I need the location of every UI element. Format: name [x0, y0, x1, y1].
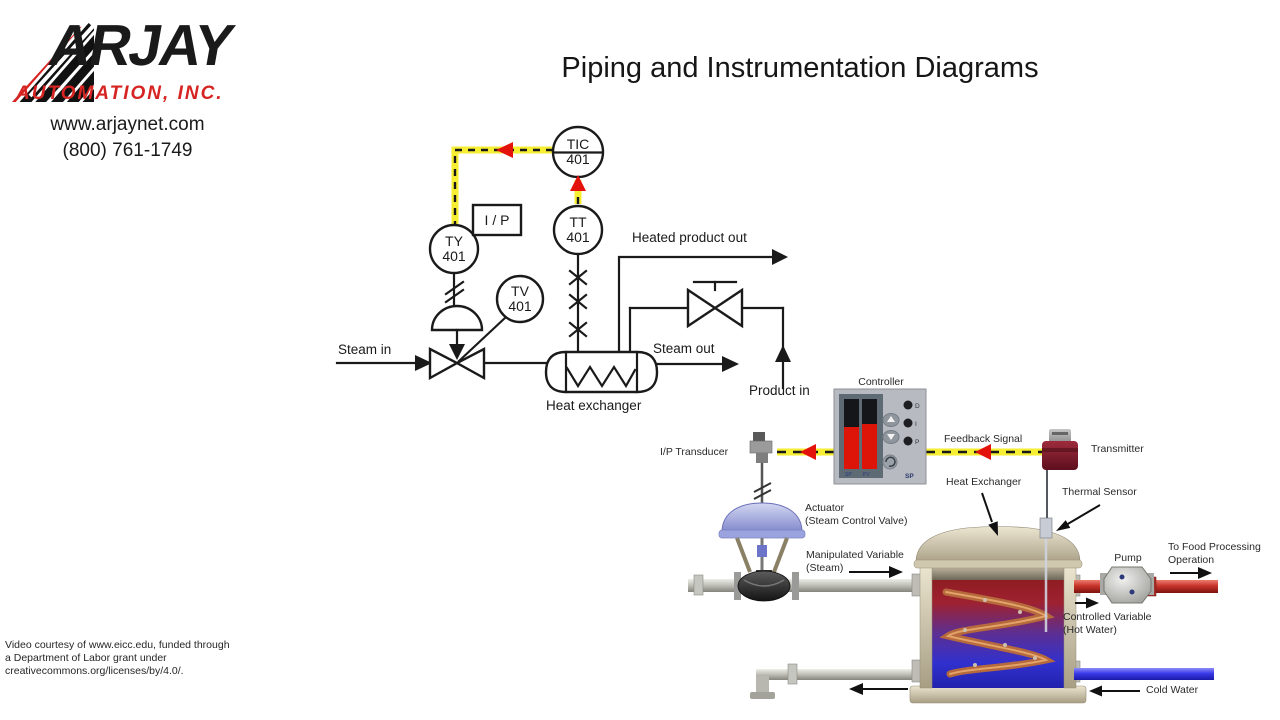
bar-label-pv: PV [863, 472, 870, 478]
footer-credit: Video courtesy of www.eicc.edu, funded t… [5, 639, 230, 677]
btn-label-i: I [915, 421, 917, 428]
label-steam-out: Steam out [653, 341, 715, 356]
label-feedback-signal: Feedback Signal [944, 433, 1023, 445]
bubble-tv-text: TV 401 [508, 283, 532, 314]
bubble-tic-text: TIC 401 [566, 136, 590, 167]
label-thermal-sensor: Thermal Sensor [1062, 486, 1137, 498]
bubble-tv [495, 274, 545, 324]
label-heated-product-out: Heated product out [632, 230, 747, 245]
pid-signal-arrows [496, 142, 586, 191]
label-manipulated-variable: Manipulated Variable (Steam) [806, 549, 904, 574]
label-product-in: Product in [749, 383, 810, 398]
label-actuator: Actuator (Steam Control Valve) [805, 502, 908, 527]
controller-3d: SP PV D I P SP [833, 388, 927, 485]
label-heat-exchanger: Heat exchanger [546, 398, 642, 413]
bubble-ty-text: TY 401 [442, 233, 466, 264]
steam-valve-3d [734, 570, 799, 602]
instrument-bubbles [428, 125, 605, 324]
actuator-3d [718, 463, 806, 575]
label-cold-water: Cold Water [1146, 684, 1199, 696]
label-controller: Controller [858, 376, 904, 388]
bubble-tt [552, 204, 604, 256]
company-name: ARJAY [44, 13, 238, 78]
label-heat-exchanger-3d: Heat Exchanger [946, 476, 1022, 488]
bubble-tt-text: TT 401 [566, 214, 590, 245]
label-steam-in: Steam in [338, 342, 392, 357]
control-valve-symbol [428, 271, 508, 381]
btn-label-p: P [915, 439, 919, 446]
bar-label-sp: SP [845, 472, 852, 478]
annotation-arrows [849, 492, 1212, 697]
illustration-3d: SP PV D I P SP [688, 388, 1218, 704]
transmitter-3d [1042, 429, 1078, 518]
label-pump: Pump [1114, 552, 1142, 564]
btn-label-d: D [915, 403, 920, 410]
cold-water-pipe [1074, 668, 1214, 680]
bubble-ty [428, 223, 480, 275]
label-controlled-variable: Controlled Variable (Hot Water) [1063, 611, 1152, 636]
company-tagline: AUTOMATION, INC. [16, 83, 224, 104]
ip-transducer-3d [749, 432, 773, 463]
tank-heat-exchanger [909, 517, 1087, 704]
sp-label: SP [905, 473, 914, 480]
label-transmitter: Transmitter [1091, 443, 1144, 455]
label-ip-transducer: I/P Transducer [660, 446, 729, 458]
ip-box-label: I / P [484, 212, 510, 228]
ip-converter-box [471, 203, 523, 237]
pump-3d [1100, 566, 1154, 604]
drain-pipe [756, 669, 922, 680]
pid-piping [335, 249, 791, 394]
phone-number: (800) 761-1749 [62, 140, 193, 161]
steam-pipe [688, 579, 922, 592]
heat-exchanger-symbol [544, 350, 659, 394]
website-url: www.arjaynet.com [50, 114, 205, 135]
page-title: Piping and Instrumentation Diagrams [561, 52, 1039, 84]
label-to-food-processing: To Food Processing Operation [1168, 541, 1261, 566]
